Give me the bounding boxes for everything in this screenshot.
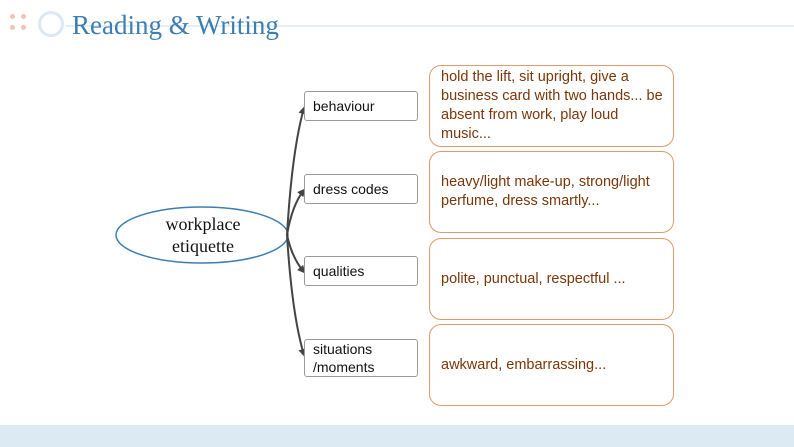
detail-qualities: polite, punctual, respectful ... xyxy=(429,238,674,320)
decorative-ring-icon xyxy=(38,11,64,37)
decorative-dots xyxy=(10,14,32,36)
title-rule xyxy=(66,25,794,27)
branch-dress-codes: dress codes xyxy=(304,174,418,204)
footer-bar xyxy=(0,425,794,447)
branch-qualities: qualities xyxy=(304,256,418,286)
page-title: Reading & Writing xyxy=(72,10,279,40)
branch-behaviour: behaviour xyxy=(304,91,418,121)
arrow-dress-codes xyxy=(286,188,306,236)
center-node-label: workplace etiquette xyxy=(165,214,241,256)
detail-dress-codes: heavy/light make-up, strong/light perfum… xyxy=(429,151,674,233)
branch-situations: situations /moments xyxy=(304,339,418,377)
arrow-situations xyxy=(286,234,307,357)
arrow-behaviour xyxy=(286,106,307,236)
detail-situations: awkward, embarrassing... xyxy=(429,324,674,406)
detail-behaviour: hold the lift, sit upright, give a busin… xyxy=(429,65,674,147)
